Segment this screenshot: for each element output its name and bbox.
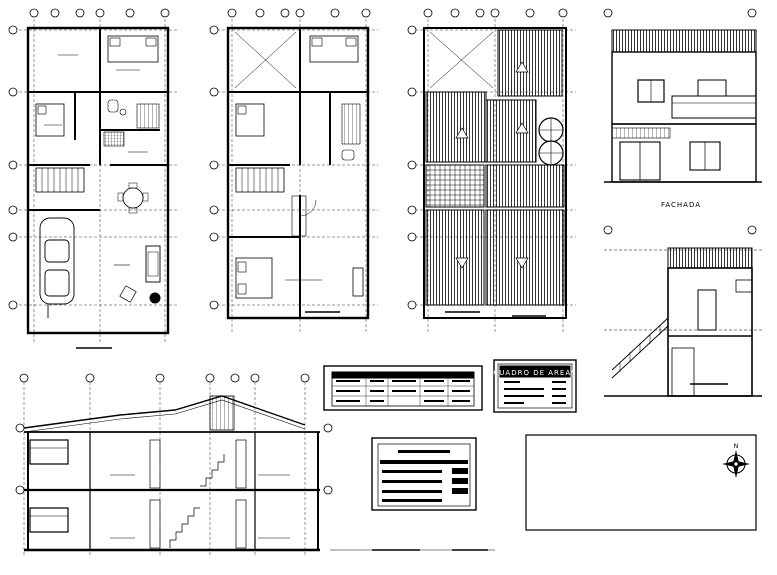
upper-floor-plan [209,8,378,332]
front-elevation [603,8,762,183]
north-label: N [734,443,739,450]
cuadro-de-areas-title: CUADRO DE AREAS [493,369,576,377]
north-arrow-icon [722,450,750,478]
side-section [603,225,762,397]
legend-table [323,365,483,411]
fachada-label: FACHADA [661,201,701,209]
car-icon [39,217,75,318]
longitudinal-section [15,373,495,555]
title-block [525,434,757,531]
notes-table [371,437,477,511]
ground-floor-plan [8,8,178,349]
areas-table [493,359,577,413]
roof-plan [407,8,576,332]
